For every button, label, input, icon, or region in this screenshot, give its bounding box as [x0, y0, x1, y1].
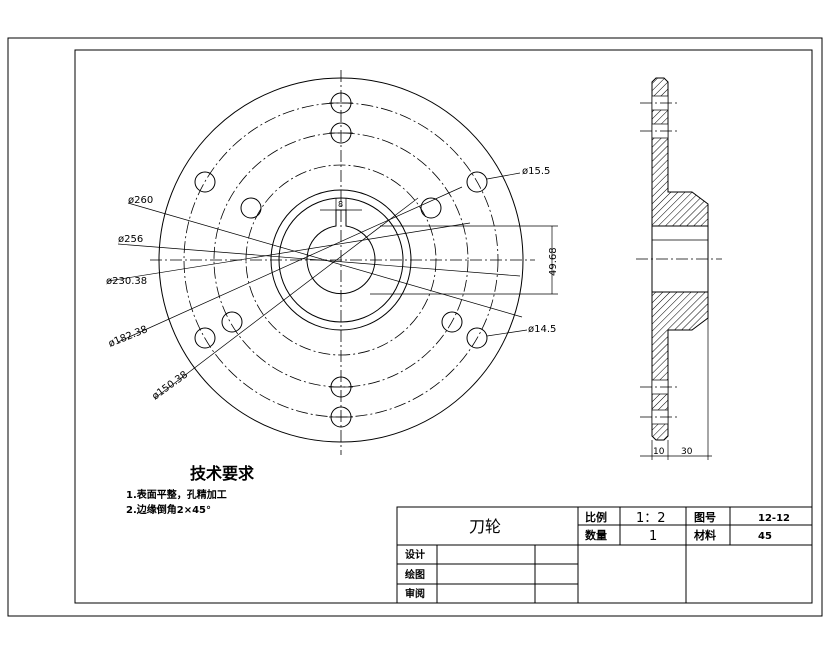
- hole: [420, 197, 442, 219]
- front-view: 8 49.68 ø260 ø256 ø230.38 ø182.38 ø150.3…: [106, 70, 559, 455]
- hole: [240, 197, 262, 219]
- diameter-leaders: [107, 172, 528, 399]
- thickness-dimension: [640, 294, 712, 460]
- bore-with-keyway: [306, 209, 376, 295]
- dim-thickness-b: 30: [681, 447, 693, 457]
- hole: [194, 327, 216, 349]
- material-value: 45: [758, 531, 772, 542]
- dim-d230: ø230.38: [106, 276, 147, 287]
- material-label: 材料: [694, 528, 716, 542]
- review-label: 审阅: [405, 587, 425, 600]
- dim-key-width: 8: [338, 200, 343, 209]
- dim-thickness-a: 10: [653, 447, 665, 457]
- tech-requirements-title: 技术要求: [190, 464, 255, 483]
- qty-label: 数量: [585, 528, 607, 542]
- dim-d256: ø256: [118, 234, 143, 245]
- dim-d150: ø150.38: [150, 369, 190, 402]
- dim-d14-5: ø14.5: [528, 324, 556, 335]
- drawing-no-label: 图号: [694, 511, 716, 524]
- hole: [194, 171, 216, 193]
- key-width-dimension: [320, 198, 362, 211]
- design-label: 设计: [405, 548, 425, 561]
- qty-value: 1: [649, 529, 657, 544]
- scale-value: 1：2: [636, 511, 666, 526]
- title-block: [396, 506, 813, 604]
- bolt-circle-mid: [213, 132, 469, 388]
- draw-label: 绘图: [405, 568, 425, 581]
- part-name: 刀轮: [469, 517, 501, 536]
- dim-d260: ø260: [128, 195, 153, 206]
- bore-height-dimension: [370, 225, 558, 295]
- dim-bore-height: 49.68: [548, 247, 559, 276]
- outer-border: [7, 37, 823, 617]
- hole: [221, 311, 243, 333]
- scale-label: 比例: [585, 510, 607, 524]
- drawing-no-value: 12-12: [758, 513, 790, 524]
- tech-requirement-1: 1.表面平整，孔精加工: [126, 488, 227, 501]
- hole: [441, 311, 463, 333]
- dim-d15-5: ø15.5: [522, 166, 550, 177]
- hole: [466, 327, 488, 349]
- tech-requirement-2: 2.边缘倒角2×45°: [126, 503, 211, 516]
- dim-d182: ø182.38: [107, 324, 149, 350]
- hole: [466, 171, 488, 193]
- section-view: 10 30: [636, 77, 722, 460]
